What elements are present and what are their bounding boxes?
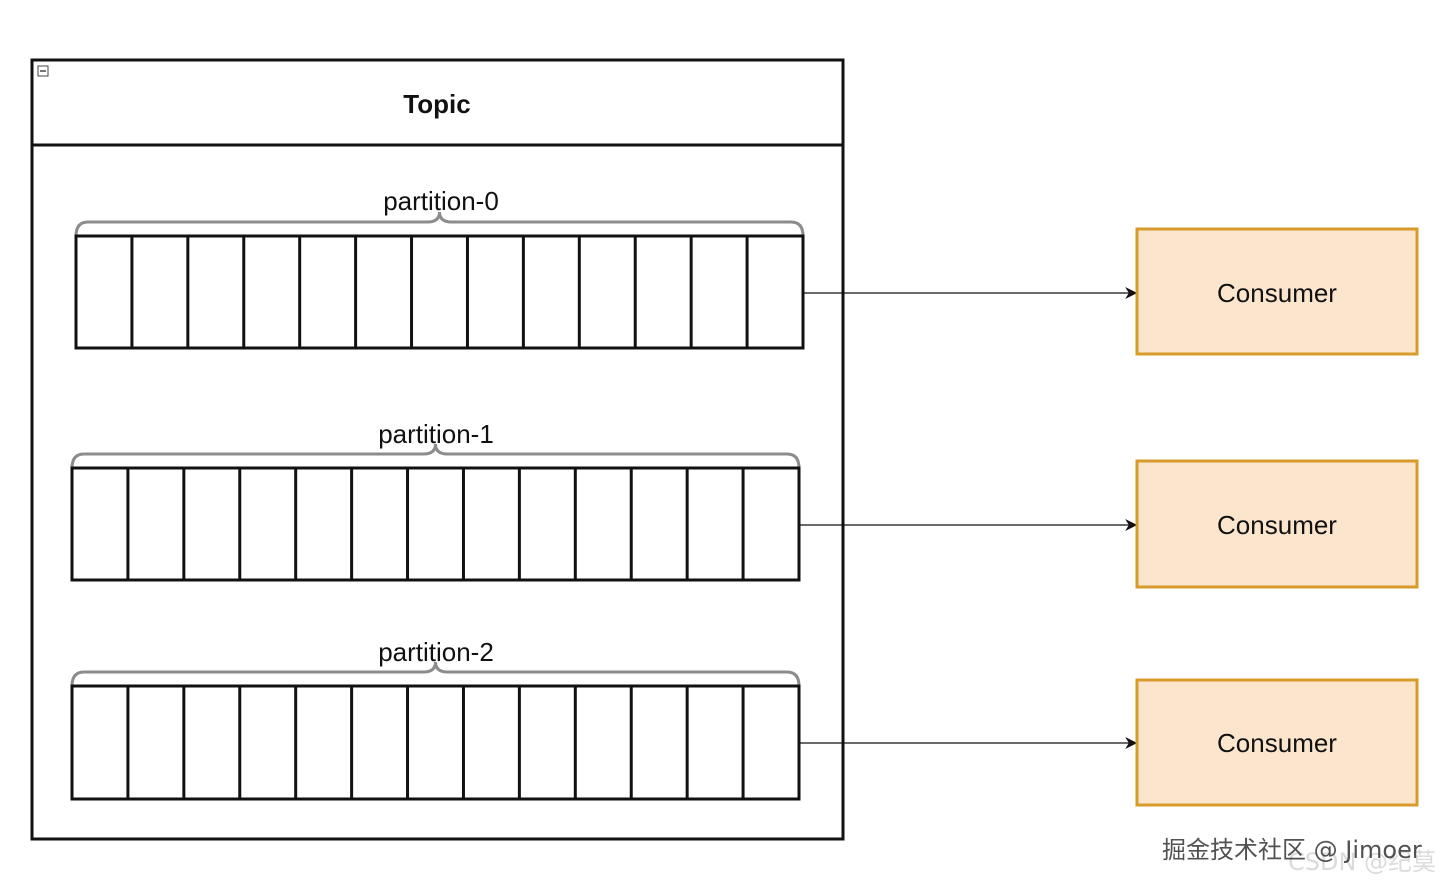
consumer-node-0[interactable]: Consumer [1135,227,1419,356]
watermark-primary: 掘金技术社区 @ Jimoer [1162,836,1422,864]
partition-brace-2 [70,661,801,687]
edges-layer [799,287,1138,749]
partition-0 [74,211,805,350]
consumer-label-1: Consumer [1217,510,1337,540]
consumer-node-1[interactable]: Consumer [1135,459,1419,589]
partition-label-0: partition-0 [383,186,499,216]
partition-brace-0 [74,211,805,237]
watermark-secondary: CSDN @纪莫 [1288,848,1436,876]
consumer-label-0: Consumer [1217,278,1337,308]
consumer-label-2: Consumer [1217,728,1337,758]
topic-title: Topic [403,89,470,119]
partitions-layer [70,211,805,801]
partition-bar-2 [70,684,801,801]
consumer-node-2[interactable]: Consumer [1135,678,1419,807]
partition-brace-1 [70,443,801,469]
partition-1 [70,443,801,582]
partition-bar-0 [74,234,805,350]
minus-box-icon[interactable] [37,65,49,77]
partition-bar-1 [70,466,801,582]
